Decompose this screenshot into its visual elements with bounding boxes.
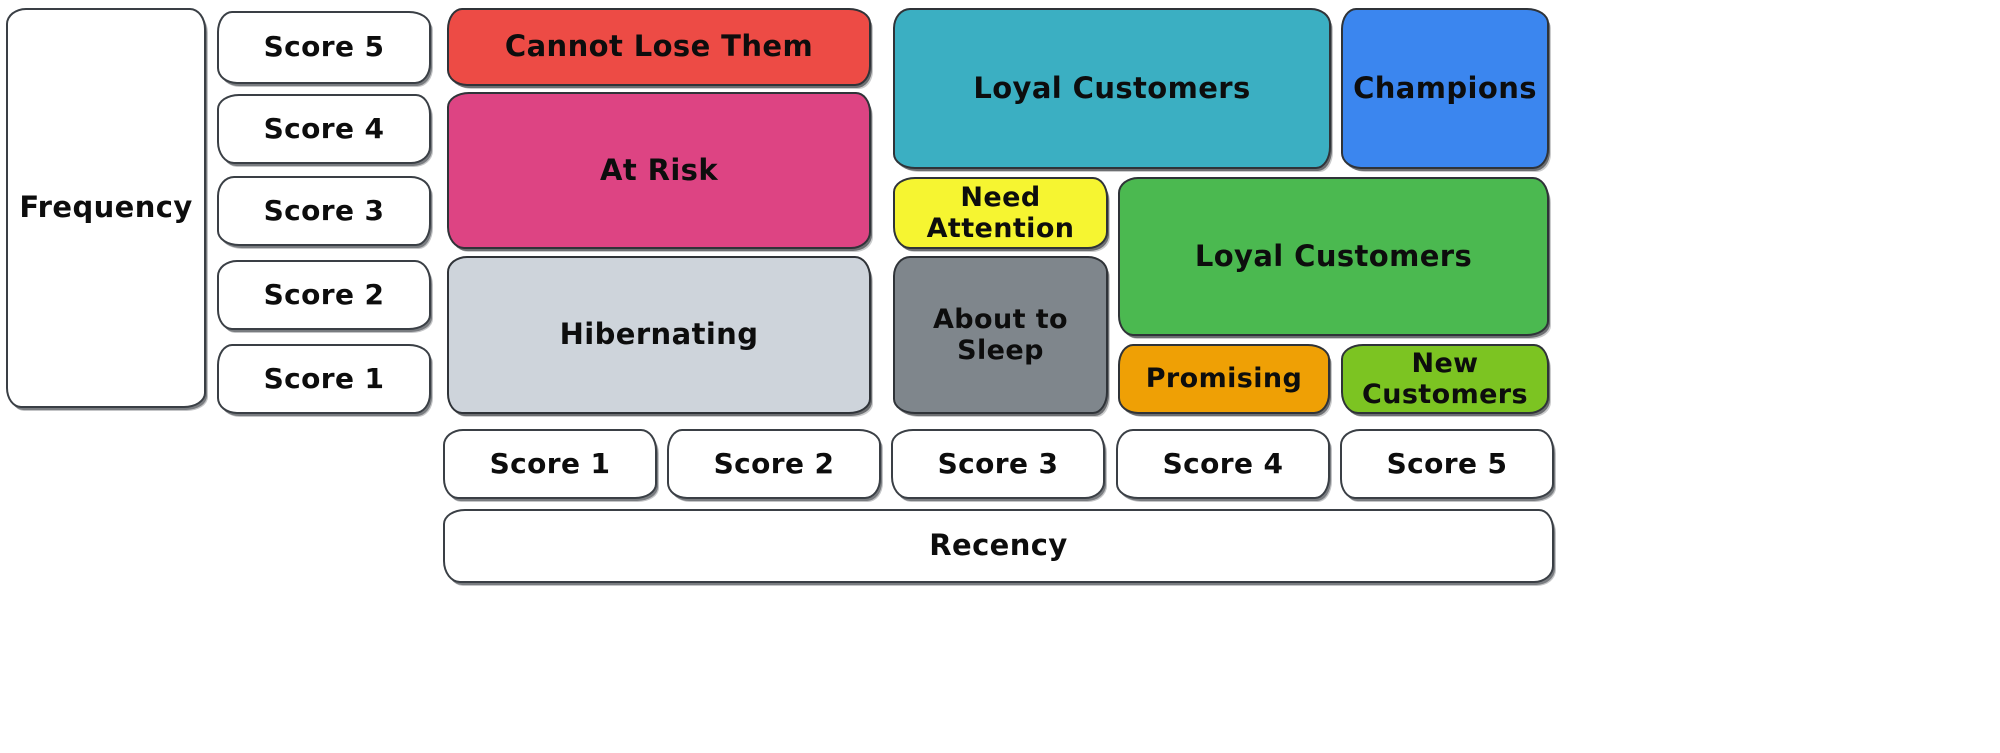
segment-at-risk-label: At Risk <box>599 152 719 187</box>
frequency-score-4[interactable]: Score 4 <box>217 94 431 164</box>
segment-new-customers-label: New Customers <box>1362 347 1528 410</box>
segment-about-to-sleep-label: About to Sleep <box>933 303 1068 366</box>
segment-promising-label: Promising <box>1145 363 1303 395</box>
recency-axis-label: Recency <box>443 509 1554 583</box>
segment-cannot-lose-them[interactable]: Cannot Lose Them <box>447 8 871 86</box>
frequency-score-1-label: Score 1 <box>263 361 385 395</box>
frequency-score-3[interactable]: Score 3 <box>217 176 431 246</box>
frequency-score-1[interactable]: Score 1 <box>217 344 431 414</box>
segment-loyal-customers-green[interactable]: Loyal Customers <box>1118 177 1549 336</box>
recency-score-3-label: Score 3 <box>937 446 1059 480</box>
segment-loyal-customers-teal-label: Loyal Customers <box>973 70 1251 105</box>
recency-score-5[interactable]: Score 5 <box>1340 429 1554 499</box>
segment-need-attention-label: Need Attention <box>926 181 1075 244</box>
frequency-score-2-label: Score 2 <box>263 277 385 311</box>
segment-promising[interactable]: Promising <box>1118 344 1330 414</box>
segment-new-customers[interactable]: New Customers <box>1341 344 1549 414</box>
segment-champions-label: Champions <box>1353 70 1537 105</box>
frequency-score-4-label: Score 4 <box>263 111 385 145</box>
segment-hibernating[interactable]: Hibernating <box>447 256 871 414</box>
segment-cannot-lose-them-label: Cannot Lose Them <box>504 29 814 64</box>
recency-score-3[interactable]: Score 3 <box>891 429 1105 499</box>
recency-score-4[interactable]: Score 4 <box>1116 429 1330 499</box>
segment-hibernating-label: Hibernating <box>559 317 759 352</box>
recency-score-1-label: Score 1 <box>489 446 611 480</box>
recency-score-1[interactable]: Score 1 <box>443 429 657 499</box>
frequency-score-3-label: Score 3 <box>263 193 385 227</box>
segment-about-to-sleep[interactable]: About to Sleep <box>893 256 1108 414</box>
frequency-score-2[interactable]: Score 2 <box>217 260 431 330</box>
segment-loyal-customers-green-label: Loyal Customers <box>1194 238 1473 273</box>
recency-score-2[interactable]: Score 2 <box>667 429 881 499</box>
frequency-score-5-label: Score 5 <box>263 30 385 64</box>
frequency-score-5[interactable]: Score 5 <box>217 11 431 84</box>
frequency-axis-label-text: Frequency <box>19 190 193 225</box>
segment-champions[interactable]: Champions <box>1341 8 1549 169</box>
frequency-axis-label: Frequency <box>6 8 206 408</box>
segment-loyal-customers-teal[interactable]: Loyal Customers <box>893 8 1331 169</box>
recency-score-2-label: Score 2 <box>713 446 835 480</box>
recency-score-4-label: Score 4 <box>1162 446 1284 480</box>
recency-axis-label-text: Recency <box>929 528 1068 563</box>
segment-at-risk[interactable]: At Risk <box>447 92 871 249</box>
segment-need-attention[interactable]: Need Attention <box>893 177 1108 249</box>
recency-score-5-label: Score 5 <box>1386 446 1508 480</box>
